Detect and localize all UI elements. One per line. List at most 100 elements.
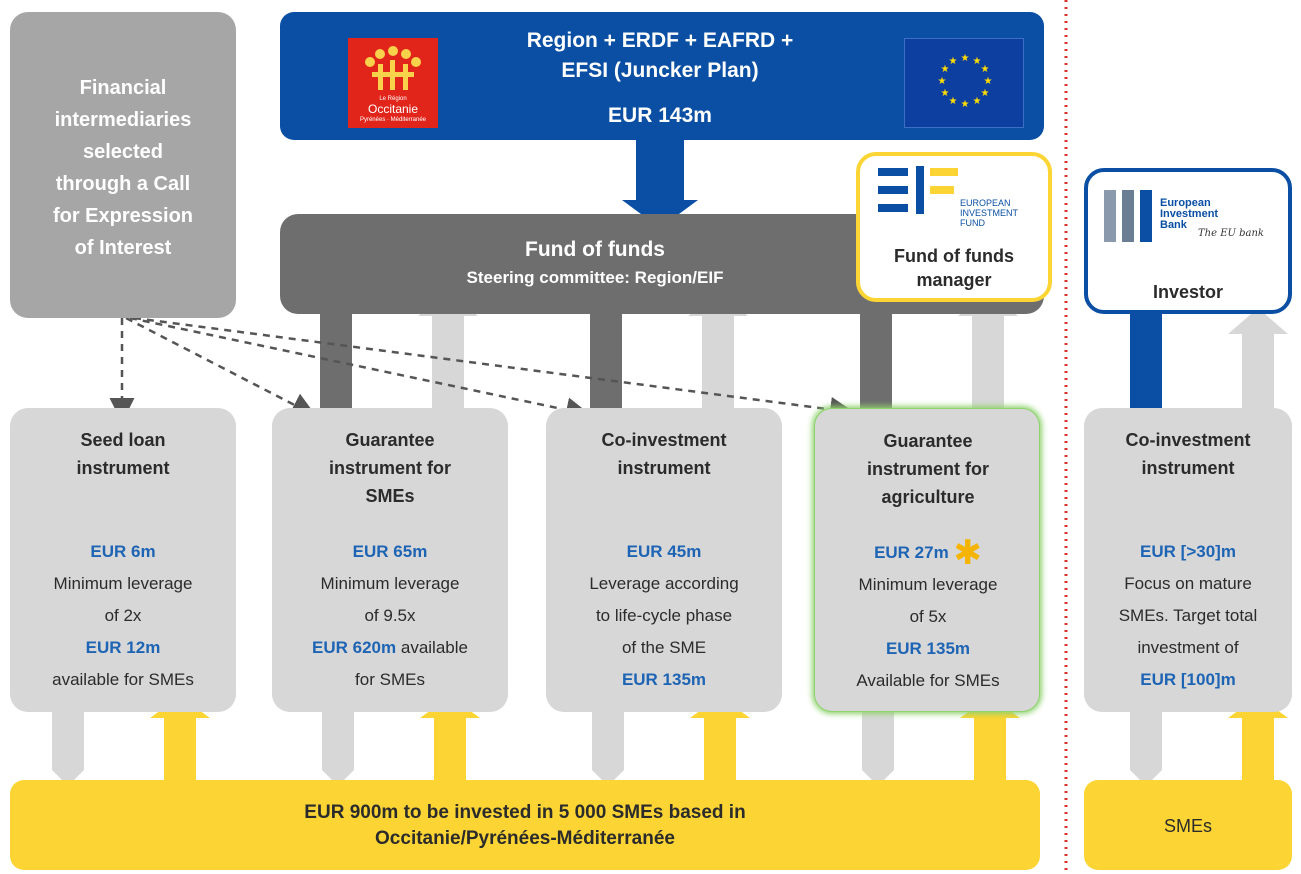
instrument-title: Co-investment instrument [1084,426,1292,482]
instrument-amount: EUR [100]m [1140,670,1236,689]
instrument-amount: EUR 27m [874,543,949,562]
eif-logo-line: EUROPEAN [960,198,1011,208]
funding-sources-line1: Region + ERDF + EAFRD + [526,29,794,52]
eib-logo-line: Investment [1160,208,1219,220]
instrument-amount: EUR 45m [626,542,702,561]
eib-logo-icon [1104,190,1152,242]
instrument-detail-line: of the SME [621,638,707,657]
instrument-title: Guarantee instrument for agriculture [815,427,1041,511]
instrument-title-line: instrument [76,458,170,478]
sme-down-arrow-4 [862,700,894,786]
svg-text:★: ★ [981,88,990,99]
fund-of-funds-subtitle: Steering committee: Region/EIF [466,268,724,287]
sme-down-arrow-2 [322,700,354,786]
funding-sources-amount: EUR 143m [608,104,712,127]
sme-up-arrow-4 [960,696,1020,786]
instrument-detail-line: Minimum leverage [53,574,193,593]
instrument-details: EUR 45m Leverage according to life-cycle… [546,536,782,696]
intermediaries-text: Financial intermediaries selected throug… [10,72,236,264]
sme-right-label: SMEs [1163,816,1212,836]
svg-text:★: ★ [938,76,947,87]
eif-label-line2: manager [916,270,992,290]
instrument-box-co-investment: Co-investment instrument EUR 45m Leverag… [546,408,782,712]
instrument-amount: EUR 12m [85,638,161,657]
instrument-title-line: instrument for [328,458,451,478]
instrument-detail-line: for SMEs [355,670,425,689]
svg-text:★: ★ [941,88,950,99]
instrument-title-line: Guarantee [345,430,435,450]
occitanie-logo-sub: Pyrénées · Méditerranée [359,117,427,123]
funding-sources-title: Region + ERDF + EAFRD + EFSI (Juncker Pl… [460,26,860,86]
eif-logo-line: FUND [960,218,985,228]
sme-down-arrow-1 [52,700,84,786]
eib-logo-line: European [1160,197,1211,209]
svg-text:★: ★ [984,76,993,87]
eif-logo-text: EUROPEAN INVESTMENT FUND [960,198,1050,228]
svg-text:★: ★ [949,56,958,67]
instrument-detail-line: of 9.5x [364,606,416,625]
eib-return-arrow [1228,308,1288,420]
sme-down-arrow-5 [1130,700,1162,786]
fund-of-funds-title: Fund of funds [525,238,665,261]
eib-investor-box: European Investment Bank The EU bank Inv… [1084,168,1292,314]
instrument-box-guarantee-smes: Guarantee instrument for SMEs EUR 65m Mi… [272,408,508,712]
eif-label: Fund of funds manager [860,244,1048,292]
eib-tagline: The EU bank [1198,228,1264,239]
asterisk-icon: ✱ [953,534,982,572]
eif-logo-line: INVESTMENT [960,208,1019,218]
instrument-detail-line: Focus on mature [1124,574,1252,593]
intermediaries-line: intermediaries [54,109,192,131]
instrument-title-line: Guarantee [883,431,973,451]
instrument-amount: EUR [>30]m [1140,542,1236,561]
instrument-title: Guarantee instrument for SMEs [272,426,508,510]
occitanie-logo-name: Occitanie [367,102,419,116]
instrument-details: EUR 27m ✱ Minimum leverage of 5x EUR 135… [815,534,1041,697]
instrument-title-line: instrument for [866,459,989,479]
instrument-detail-line: Minimum leverage [858,575,998,594]
eif-manager-box: EUROPEAN INVESTMENT FUND Fund of funds m… [856,152,1052,302]
instrument-box-eib-co-investment: Co-investment instrument EUR [>30]m Focu… [1084,408,1292,712]
instrument-detail-line: Available for SMEs [856,671,1000,690]
svg-text:★: ★ [973,96,982,107]
svg-text:★: ★ [981,64,990,75]
instrument-detail-line: Minimum leverage [320,574,460,593]
svg-text:★: ★ [941,64,950,75]
instrument-detail-line: investment of [1137,638,1239,657]
instrument-title: Co-investment instrument [546,426,782,482]
intermediaries-line: for Expression [52,205,194,227]
instrument-box-seed-loan: Seed loan instrument EUR 6m Minimum leve… [10,408,236,712]
instrument-detail-line: of 2x [104,606,142,625]
intermediaries-line: of Interest [74,237,172,259]
instrument-title: Seed loan instrument [10,426,236,482]
sme-investment-line2: Occitanie/Pyrénées-Méditerranée [375,828,675,849]
sme-right-bar: SMEs [1084,780,1292,870]
return-arrow-2 [688,290,748,420]
sme-up-arrow-2 [420,696,480,786]
intermediary-dashed-links [109,316,855,423]
instrument-title-line: instrument [1141,458,1235,478]
sme-up-arrow-5 [1228,696,1288,786]
instrument-amount: EUR 135m [885,639,971,658]
instrument-title-line: agriculture [881,487,975,507]
instrument-details: EUR [>30]m Focus on mature SMEs. Target … [1084,536,1292,696]
eib-logo-text: European Investment Bank [1160,198,1280,231]
instrument-box-guarantee-agriculture: Guarantee instrument for agriculture EUR… [814,408,1040,712]
intermediaries-line: selected [82,141,164,163]
instrument-detail-line: available for SMEs [52,670,194,689]
sme-down-arrow-3 [592,700,624,786]
eif-label-line1: Fund of funds [894,246,1014,266]
eif-logo-icon [878,166,958,214]
instrument-amount: EUR 620m [312,638,397,657]
instrument-title-line: instrument [617,458,711,478]
eib-logo-line: Bank [1160,219,1187,231]
instrument-amount: EUR 135m [621,670,707,689]
sme-investment-line1: EUR 900m to be invested in 5 000 SMEs ba… [304,802,746,823]
instrument-title-line: Seed loan [80,430,166,450]
intermediaries-box: Financial intermediaries selected throug… [10,12,236,318]
instrument-detail-line: available [396,638,468,657]
instrument-detail-line: to life-cycle phase [595,606,733,625]
svg-text:★: ★ [961,53,970,64]
instrument-title-line: Co-investment [1125,430,1251,450]
region-to-fund-arrow [622,130,698,228]
instrument-details: EUR 6m Minimum leverage of 2x EUR 12m av… [10,536,236,696]
